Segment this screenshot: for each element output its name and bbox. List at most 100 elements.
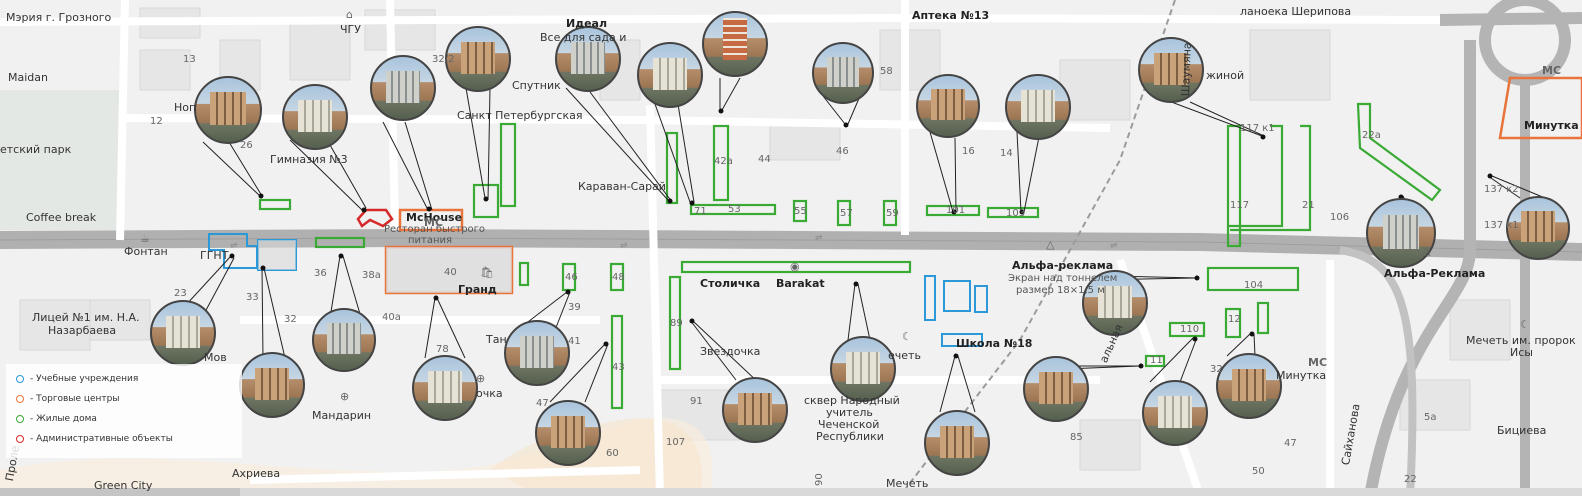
- label-mandarin: Мандарин: [312, 409, 372, 422]
- label-zvezdochka: Звездочка: [700, 345, 761, 358]
- building-photo[interactable]: [830, 336, 896, 402]
- chgu-poi-icon: ⌂: [346, 8, 353, 21]
- building-photo[interactable]: [504, 320, 570, 386]
- label-bitsieva: Бициева: [1497, 424, 1547, 437]
- building-photo[interactable]: [916, 74, 980, 138]
- legend-education-label: - Учебные учреждения: [30, 374, 139, 384]
- building-photo[interactable]: [194, 76, 262, 144]
- house-number: 90: [814, 473, 825, 486]
- label-mchouse: McHouse: [406, 211, 463, 224]
- legend-administrative-label: - Административные объекты: [30, 434, 173, 444]
- house-number: 47: [536, 398, 549, 409]
- mosque-icon: ☾: [902, 330, 912, 343]
- house-number: 47: [1284, 438, 1297, 449]
- svg-text:⇌: ⇌: [230, 241, 238, 251]
- label-nop: Ноп: [174, 101, 197, 114]
- label-vse-dlya: Все для сада и: [540, 31, 627, 44]
- label-school18: Школа №18: [956, 337, 1033, 350]
- label-mechet-bottom: Мечеть: [886, 477, 929, 490]
- poi-icon: ⊕: [476, 372, 486, 385]
- building-photo[interactable]: [1082, 270, 1148, 336]
- building-photo[interactable]: [722, 377, 788, 443]
- building-photo[interactable]: [1138, 37, 1204, 103]
- house-number: 137 к2: [1484, 184, 1519, 195]
- building-photo[interactable]: [924, 410, 990, 476]
- label-gymnasium: Гимназия №3: [270, 153, 348, 166]
- building-photo[interactable]: [239, 352, 305, 418]
- house-number: 32: [284, 314, 297, 325]
- house-number: 85: [1070, 432, 1083, 443]
- building-photo[interactable]: [282, 84, 348, 150]
- building-photo[interactable]: [370, 55, 436, 121]
- svg-text:⇌: ⇌: [815, 233, 823, 243]
- house-number: 23: [174, 288, 187, 299]
- label-st-peterburgskaya: Санкт Петербургская: [457, 109, 583, 122]
- house-number: 53: [728, 204, 741, 215]
- house-number: 32: [1210, 364, 1223, 375]
- building-photo[interactable]: [1216, 353, 1282, 419]
- shop-poi-icon: 🛍: [480, 266, 494, 279]
- house-number: 26: [240, 140, 253, 151]
- label-skver2: учитель: [826, 406, 873, 419]
- house-number: 21: [1302, 200, 1315, 211]
- minutka-logo-icon: MC: [1542, 64, 1562, 77]
- label-sheripova: ланоека Шерипова: [1240, 5, 1352, 18]
- building-photo[interactable]: [1023, 356, 1089, 422]
- label-skver3: Чеченской: [818, 418, 880, 431]
- building-photo[interactable]: [1005, 74, 1071, 140]
- house-number: 117: [1230, 200, 1250, 211]
- label-razmer: размер 18×1,5 м: [1016, 285, 1105, 296]
- house-number: 12: [150, 116, 163, 127]
- legend-residential-label: - Жилые дома: [30, 414, 97, 424]
- building-photo[interactable]: [445, 26, 511, 92]
- label-mov: Мов: [204, 351, 227, 364]
- house-number: 44: [758, 154, 771, 165]
- building-photo[interactable]: [637, 42, 703, 108]
- house-number: 59: [886, 208, 899, 219]
- building-photo[interactable]: [412, 355, 478, 421]
- label-apteka: Аптека №13: [912, 9, 990, 22]
- legend-shopping-label: - Торговые центры: [30, 394, 120, 404]
- label-minutka-top: Минутка: [1524, 119, 1579, 132]
- house-number: 33: [246, 292, 259, 303]
- house-number: 117 к1: [1240, 123, 1275, 134]
- legend-residential-dot-icon: [16, 414, 24, 423]
- building-photo[interactable]: [702, 11, 768, 77]
- house-number: 43: [612, 362, 625, 373]
- building-photo[interactable]: [812, 42, 874, 104]
- building-photo[interactable]: [1142, 380, 1208, 446]
- building-photo[interactable]: [312, 308, 376, 372]
- building-photo[interactable]: [1366, 198, 1436, 268]
- house-number: 50: [1252, 466, 1265, 477]
- label-green-city: Green City: [94, 479, 153, 492]
- building-photo[interactable]: [555, 26, 621, 92]
- label-barakat: Barakat: [776, 277, 825, 290]
- label-coffee: Coffee break: [26, 211, 97, 224]
- label-restoran: Ресторан быстрого: [384, 224, 486, 235]
- coffee-poi-icon: ☕: [140, 232, 150, 245]
- label-alfa-reklama: Альфа-реклама: [1012, 259, 1114, 272]
- building-photo[interactable]: [1506, 196, 1570, 260]
- mchouse-logo-icon: MC: [424, 216, 444, 229]
- house-number: 71: [694, 206, 707, 217]
- house-number: 39: [568, 302, 581, 313]
- house-number: 101: [946, 205, 966, 216]
- house-number: 36: [314, 268, 327, 279]
- barakat-poi-icon: ◉: [790, 260, 800, 273]
- building-photo[interactable]: [535, 400, 601, 466]
- house-number: 40а: [382, 312, 401, 323]
- label-tan: Тан: [486, 333, 507, 346]
- legend-administrative-dot-icon: [16, 434, 24, 443]
- house-number: 57: [840, 208, 853, 219]
- house-number: 137 к1: [1484, 220, 1519, 231]
- label-licey2: Назарбаева: [48, 324, 117, 337]
- house-number: 89: [670, 318, 683, 329]
- label-mechet2: Исы: [1510, 346, 1533, 359]
- house-number: 46: [836, 146, 849, 157]
- label-pitaniya: питания: [408, 235, 453, 246]
- label-minutka2: Минутка: [1276, 369, 1327, 382]
- house-number: 55: [794, 206, 807, 217]
- house-number: 40: [444, 267, 457, 278]
- house-number: 48: [612, 272, 625, 283]
